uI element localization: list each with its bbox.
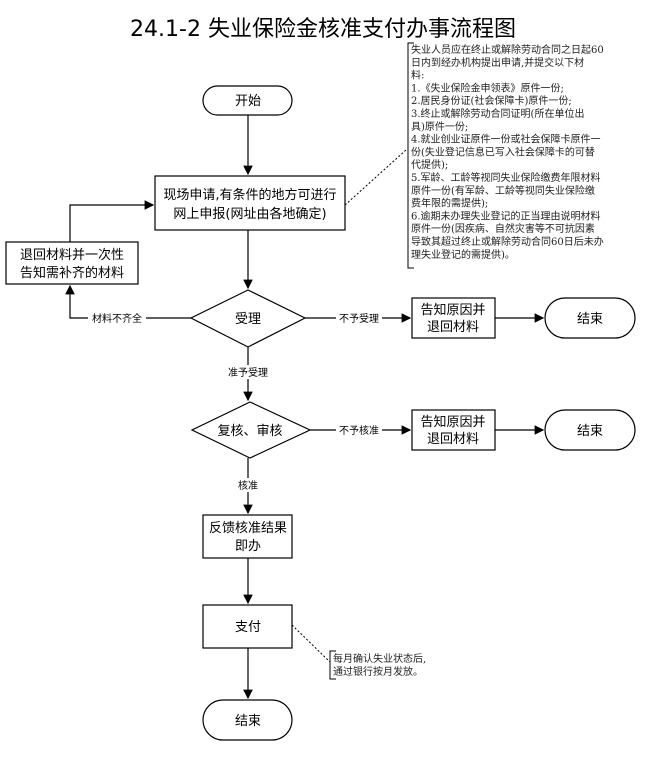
note-connector-payment	[291, 624, 331, 663]
label-accepted: 准予受理	[228, 367, 268, 379]
node-feedback: 反馈核准结果 即办	[202, 514, 293, 559]
label-not-accepted: 不予受理	[339, 313, 379, 325]
svg-text:结束: 结束	[577, 424, 603, 439]
node-end-2: 结束	[544, 409, 636, 451]
note-line: 费年限的需提供);	[411, 197, 488, 210]
note-line: 导致其超过终止或解除劳动合同60日后未办	[411, 235, 604, 248]
svg-text:退回材料: 退回材料	[427, 320, 479, 335]
note-line: 5.军龄、工龄等视同失业保险缴费年限材料	[411, 171, 601, 184]
note-line: 1.《失业保险金申领表》原件一份;	[411, 81, 564, 94]
svg-text:现场申请,有条件的地方可进行: 现场申请,有条件的地方可进行	[163, 187, 336, 203]
node-end-1: 结束	[544, 297, 636, 339]
svg-text:每月确认失业状态后,: 每月确认失业状态后,	[333, 652, 426, 665]
svg-text:受理: 受理	[235, 312, 261, 327]
note-line: 2.居民身份证(社会保障卡)原件一份;	[411, 94, 572, 107]
note-application: 失业人员应在终止或解除劳动合同之日起60日内到经办机构提出申请,并提交以下材料:…	[407, 42, 604, 269]
svg-text:开始: 开始	[235, 94, 261, 109]
label-incomplete: 材料不齐全	[92, 312, 142, 325]
note-payment: 每月确认失业状态后, 通过银行按月发放。	[329, 650, 426, 680]
svg-text:网上申报(网址由各地确定): 网上申报(网址由各地确定)	[173, 206, 326, 222]
svg-text:支付: 支付	[235, 620, 261, 635]
note-line: 3.终止或解除劳动合同证明(所在单位出	[411, 107, 584, 120]
svg-text:反馈核准结果: 反馈核准结果	[209, 521, 287, 536]
note-line: 4.就业创业证原件一份或社会保障卡原件一	[411, 133, 601, 146]
node-reject-accept: 告知原因并 退回材料	[411, 297, 496, 339]
node-end-3: 结束	[202, 699, 293, 741]
svg-text:复核、审核: 复核、审核	[217, 424, 282, 439]
node-reject-review: 告知原因并 退回材料	[411, 409, 496, 451]
node-start: 开始	[202, 85, 293, 116]
svg-text:即办: 即办	[235, 539, 261, 554]
svg-text:退回材料并一次性: 退回材料并一次性	[20, 247, 124, 263]
note-line: 代提供);	[411, 158, 448, 171]
node-apply: 现场申请,有条件的地方可进行 网上申报(网址由各地确定)	[154, 175, 346, 231]
arrow-return-apply	[69, 200, 155, 242]
page-title: 24.1-2 失业保险金核准支付办事流程图	[130, 17, 516, 42]
label-not-approved: 不予核准	[339, 424, 379, 437]
svg-text:告知需补齐的材料: 告知需补齐的材料	[20, 265, 124, 281]
node-accept-decision: 受理	[189, 289, 307, 348]
node-review-decision: 复核、审核	[190, 401, 312, 459]
svg-text:通过银行按月发放。: 通过银行按月发放。	[333, 665, 423, 678]
note-line: 6.逾期未办理失业登记的正当理由说明材料	[411, 209, 601, 222]
note-line: 份(失业登记信息已写入社会保障卡的可替	[411, 145, 595, 158]
note-line: 日内到经办机构提出申请,并提交以下材	[411, 56, 584, 69]
svg-text:结束: 结束	[235, 714, 261, 729]
arrow-accept-return	[65, 284, 191, 319]
note-line: 原件一份(因疾病、自然灾害等不可抗因素	[411, 222, 595, 235]
svg-text:告知原因并: 告知原因并	[420, 414, 485, 430]
node-pay: 支付	[202, 604, 293, 649]
node-return-materials: 退回材料并一次性 告知需补齐的材料	[5, 241, 139, 285]
note-line: 料:	[411, 69, 424, 82]
note-line: 失业人员应在终止或解除劳动合同之日起60	[411, 43, 604, 56]
note-connector-application	[344, 149, 407, 206]
note-line: 理失业登记的需提供)。	[411, 248, 515, 261]
note-line: 原件一份(有军龄、工龄等视同失业保险缴	[411, 184, 595, 197]
label-approved: 核准	[238, 479, 258, 492]
svg-text:结束: 结束	[577, 312, 603, 327]
note-line: 具)原件一份;	[411, 121, 468, 133]
svg-text:退回材料: 退回材料	[427, 432, 479, 447]
svg-text:告知原因并: 告知原因并	[420, 302, 485, 318]
